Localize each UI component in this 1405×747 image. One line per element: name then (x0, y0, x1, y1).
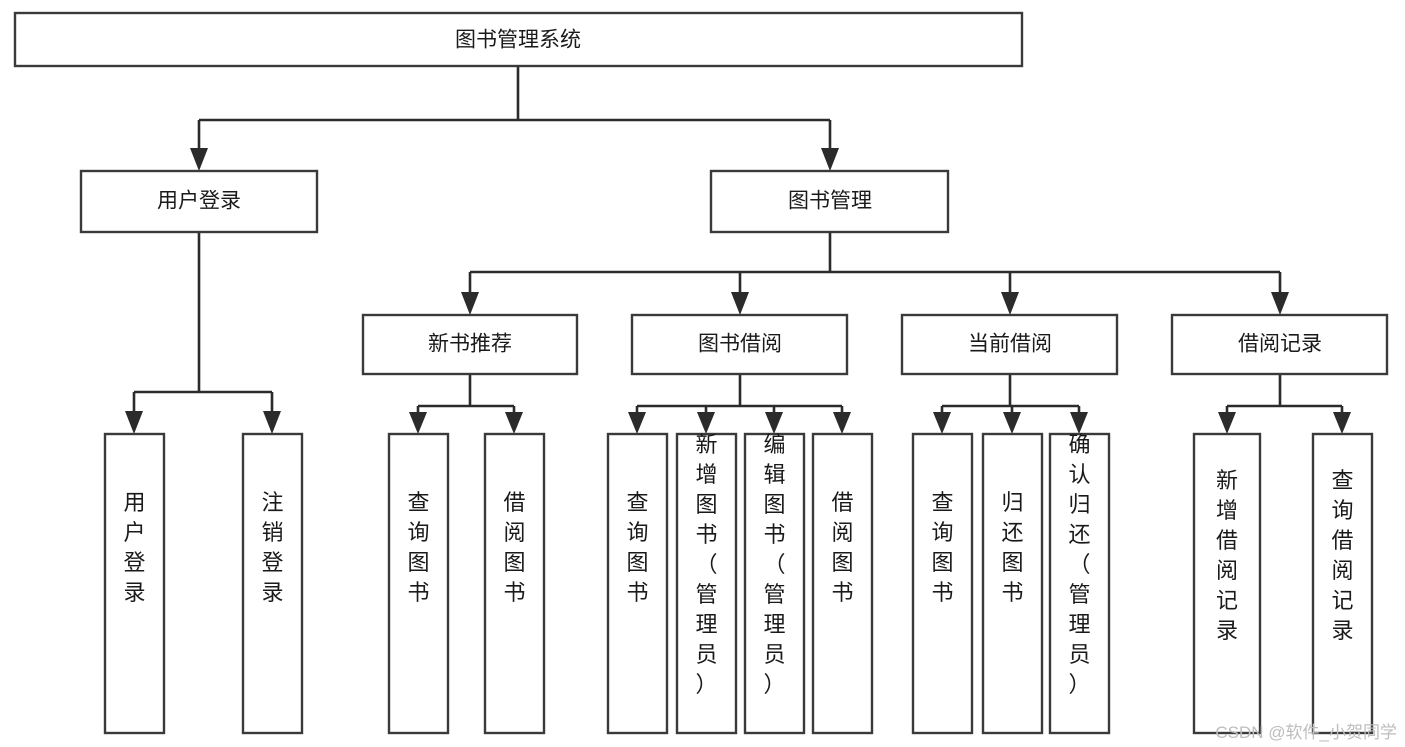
user-login-box[interactable] (79, 169, 319, 234)
current-borrow-label: 当前借阅 (968, 333, 1052, 356)
arrow-head-leaf-add-record (1218, 412, 1236, 434)
current-borrow-box[interactable] (900, 313, 1119, 376)
arrow-head-new-book-recommend (461, 292, 479, 315)
book-manage-box[interactable] (709, 169, 950, 234)
arrow-head-leaf-user-login (125, 411, 143, 434)
edge-bookmanage-to-level3 (461, 232, 1289, 315)
node-new-book-recommend[interactable]: 新书推荐 (361, 313, 579, 376)
leaf-confirm-return-box[interactable] (1048, 432, 1111, 735)
arrow-head-leaf-query-record (1333, 412, 1351, 434)
node-leaf-query-book-1[interactable]: 查询图书 (387, 432, 450, 735)
leaf-user-login-box[interactable] (103, 432, 166, 735)
node-leaf-query-book-2[interactable]: 查询图书 (606, 432, 669, 735)
new-book-recommend-box[interactable] (361, 313, 579, 376)
book-borrow-label: 图书借阅 (698, 333, 782, 356)
arrow-head-leaf-add-book (697, 412, 715, 434)
arrow-head-leaf-edit-book (765, 412, 783, 434)
leaf-query-book-3-box[interactable] (911, 432, 974, 735)
arrow-head-leaf-user-logout (263, 411, 281, 434)
leaf-user-logout-box[interactable] (241, 432, 304, 735)
new-book-recommend-label: 新书推荐 (428, 333, 512, 356)
node-leaf-query-book-3[interactable]: 查询图书 (911, 432, 974, 735)
leaf-borrow-book-1-box[interactable] (483, 432, 546, 735)
edge-bookborrow-to-leaves (628, 374, 851, 434)
arrow-head-borrow-record (1271, 292, 1289, 315)
book-borrow-box[interactable] (630, 313, 849, 376)
leaf-return-book-box[interactable] (981, 432, 1044, 735)
connector-layer (125, 66, 1351, 434)
node-book-borrow[interactable]: 图书借阅 (630, 313, 849, 376)
borrow-record-box[interactable] (1170, 313, 1389, 376)
node-user-login[interactable]: 用户登录 (79, 169, 319, 234)
arrow-head-current-borrow (1001, 292, 1019, 315)
leaf-borrow-book-2-box[interactable] (811, 432, 874, 735)
node-leaf-user-login[interactable]: 用户登录 (103, 432, 166, 735)
borrow-record-label: 借阅记录 (1238, 333, 1322, 356)
leaf-add-book-box[interactable] (675, 432, 738, 735)
leaf-edit-book-label: 编辑图书（管理员） (763, 432, 785, 697)
leaf-query-book-1-label: 查询图书 (407, 490, 429, 605)
arrow-head-book-manage (821, 148, 839, 171)
arrow-head-leaf-query-book-1 (409, 412, 427, 434)
leaf-query-book-2-box[interactable] (606, 432, 669, 735)
node-leaf-user-logout[interactable]: 注销登录 (241, 432, 304, 735)
leaf-add-record-box[interactable] (1192, 432, 1262, 735)
node-leaf-add-record[interactable]: 新增借阅记录 (1192, 432, 1262, 735)
leaf-user-logout-label: 注销登录 (261, 490, 283, 605)
node-book-manage[interactable]: 图书管理 (709, 169, 950, 234)
arrow-head-leaf-return-book (1003, 412, 1021, 434)
node-borrow-record[interactable]: 借阅记录 (1170, 313, 1389, 376)
leaf-node-layer: 用户登录 注销登录 查询图书 借阅图书 查询图书 新增图书（管理员） 编辑图书（管理员） 借阅… (103, 432, 1374, 735)
leaf-confirm-return-label: 确认归还（管理员） (1068, 432, 1090, 697)
arrow-head-leaf-borrow-book-1 (505, 412, 523, 434)
node-current-borrow[interactable]: 当前借阅 (900, 313, 1119, 376)
node-leaf-borrow-book-2[interactable]: 借阅图书 (811, 432, 874, 735)
node-leaf-borrow-book-1[interactable]: 借阅图书 (483, 432, 546, 735)
arrow-head-leaf-confirm-return (1070, 412, 1088, 434)
node-leaf-confirm-return[interactable]: 确认归还（管理员） (1048, 432, 1111, 735)
leaf-query-book-1-box[interactable] (387, 432, 450, 735)
leaf-borrow-book-1-label: 借阅图书 (503, 490, 525, 605)
edge-newbook-to-leaves (409, 374, 523, 434)
leaf-query-book-2-label: 查询图书 (626, 490, 648, 605)
arrow-head-user-login (190, 148, 208, 171)
edge-root-to-level2 (190, 66, 839, 171)
edge-currentborrow-to-leaves (933, 374, 1088, 434)
leaf-query-record-label: 查询借阅记录 (1331, 468, 1353, 643)
user-login-label: 用户登录 (157, 190, 241, 213)
leaf-user-login-label: 用户登录 (123, 490, 145, 605)
root-box[interactable] (13, 11, 1024, 68)
node-leaf-return-book[interactable]: 归还图书 (981, 432, 1044, 735)
leaf-query-record-box[interactable] (1311, 432, 1374, 735)
leaf-add-record-label: 新增借阅记录 (1216, 468, 1238, 643)
leaf-borrow-book-2-label: 借阅图书 (831, 490, 853, 605)
edge-userlogin-to-leaves (125, 232, 281, 434)
arrow-head-leaf-query-book-3 (933, 412, 951, 434)
node-root[interactable]: 图书管理系统 (13, 11, 1024, 68)
node-leaf-edit-book[interactable]: 编辑图书（管理员） (743, 432, 806, 735)
leaf-add-book-label: 新增图书（管理员） (695, 432, 717, 697)
root-label: 图书管理系统 (455, 29, 581, 52)
edge-borrowrecord-to-leaves (1218, 374, 1351, 434)
leaf-return-book-label: 归还图书 (1001, 490, 1023, 605)
leaf-edit-book-box[interactable] (743, 432, 806, 735)
leaf-query-book-3-label: 查询图书 (931, 490, 953, 605)
arrow-head-book-borrow (731, 292, 749, 315)
node-leaf-add-book[interactable]: 新增图书（管理员） (675, 432, 738, 735)
book-manage-label: 图书管理 (788, 190, 872, 213)
arrow-head-leaf-borrow-book-2 (833, 412, 851, 434)
node-leaf-query-record[interactable]: 查询借阅记录 (1311, 432, 1374, 735)
arrow-head-leaf-query-book-2 (628, 412, 646, 434)
